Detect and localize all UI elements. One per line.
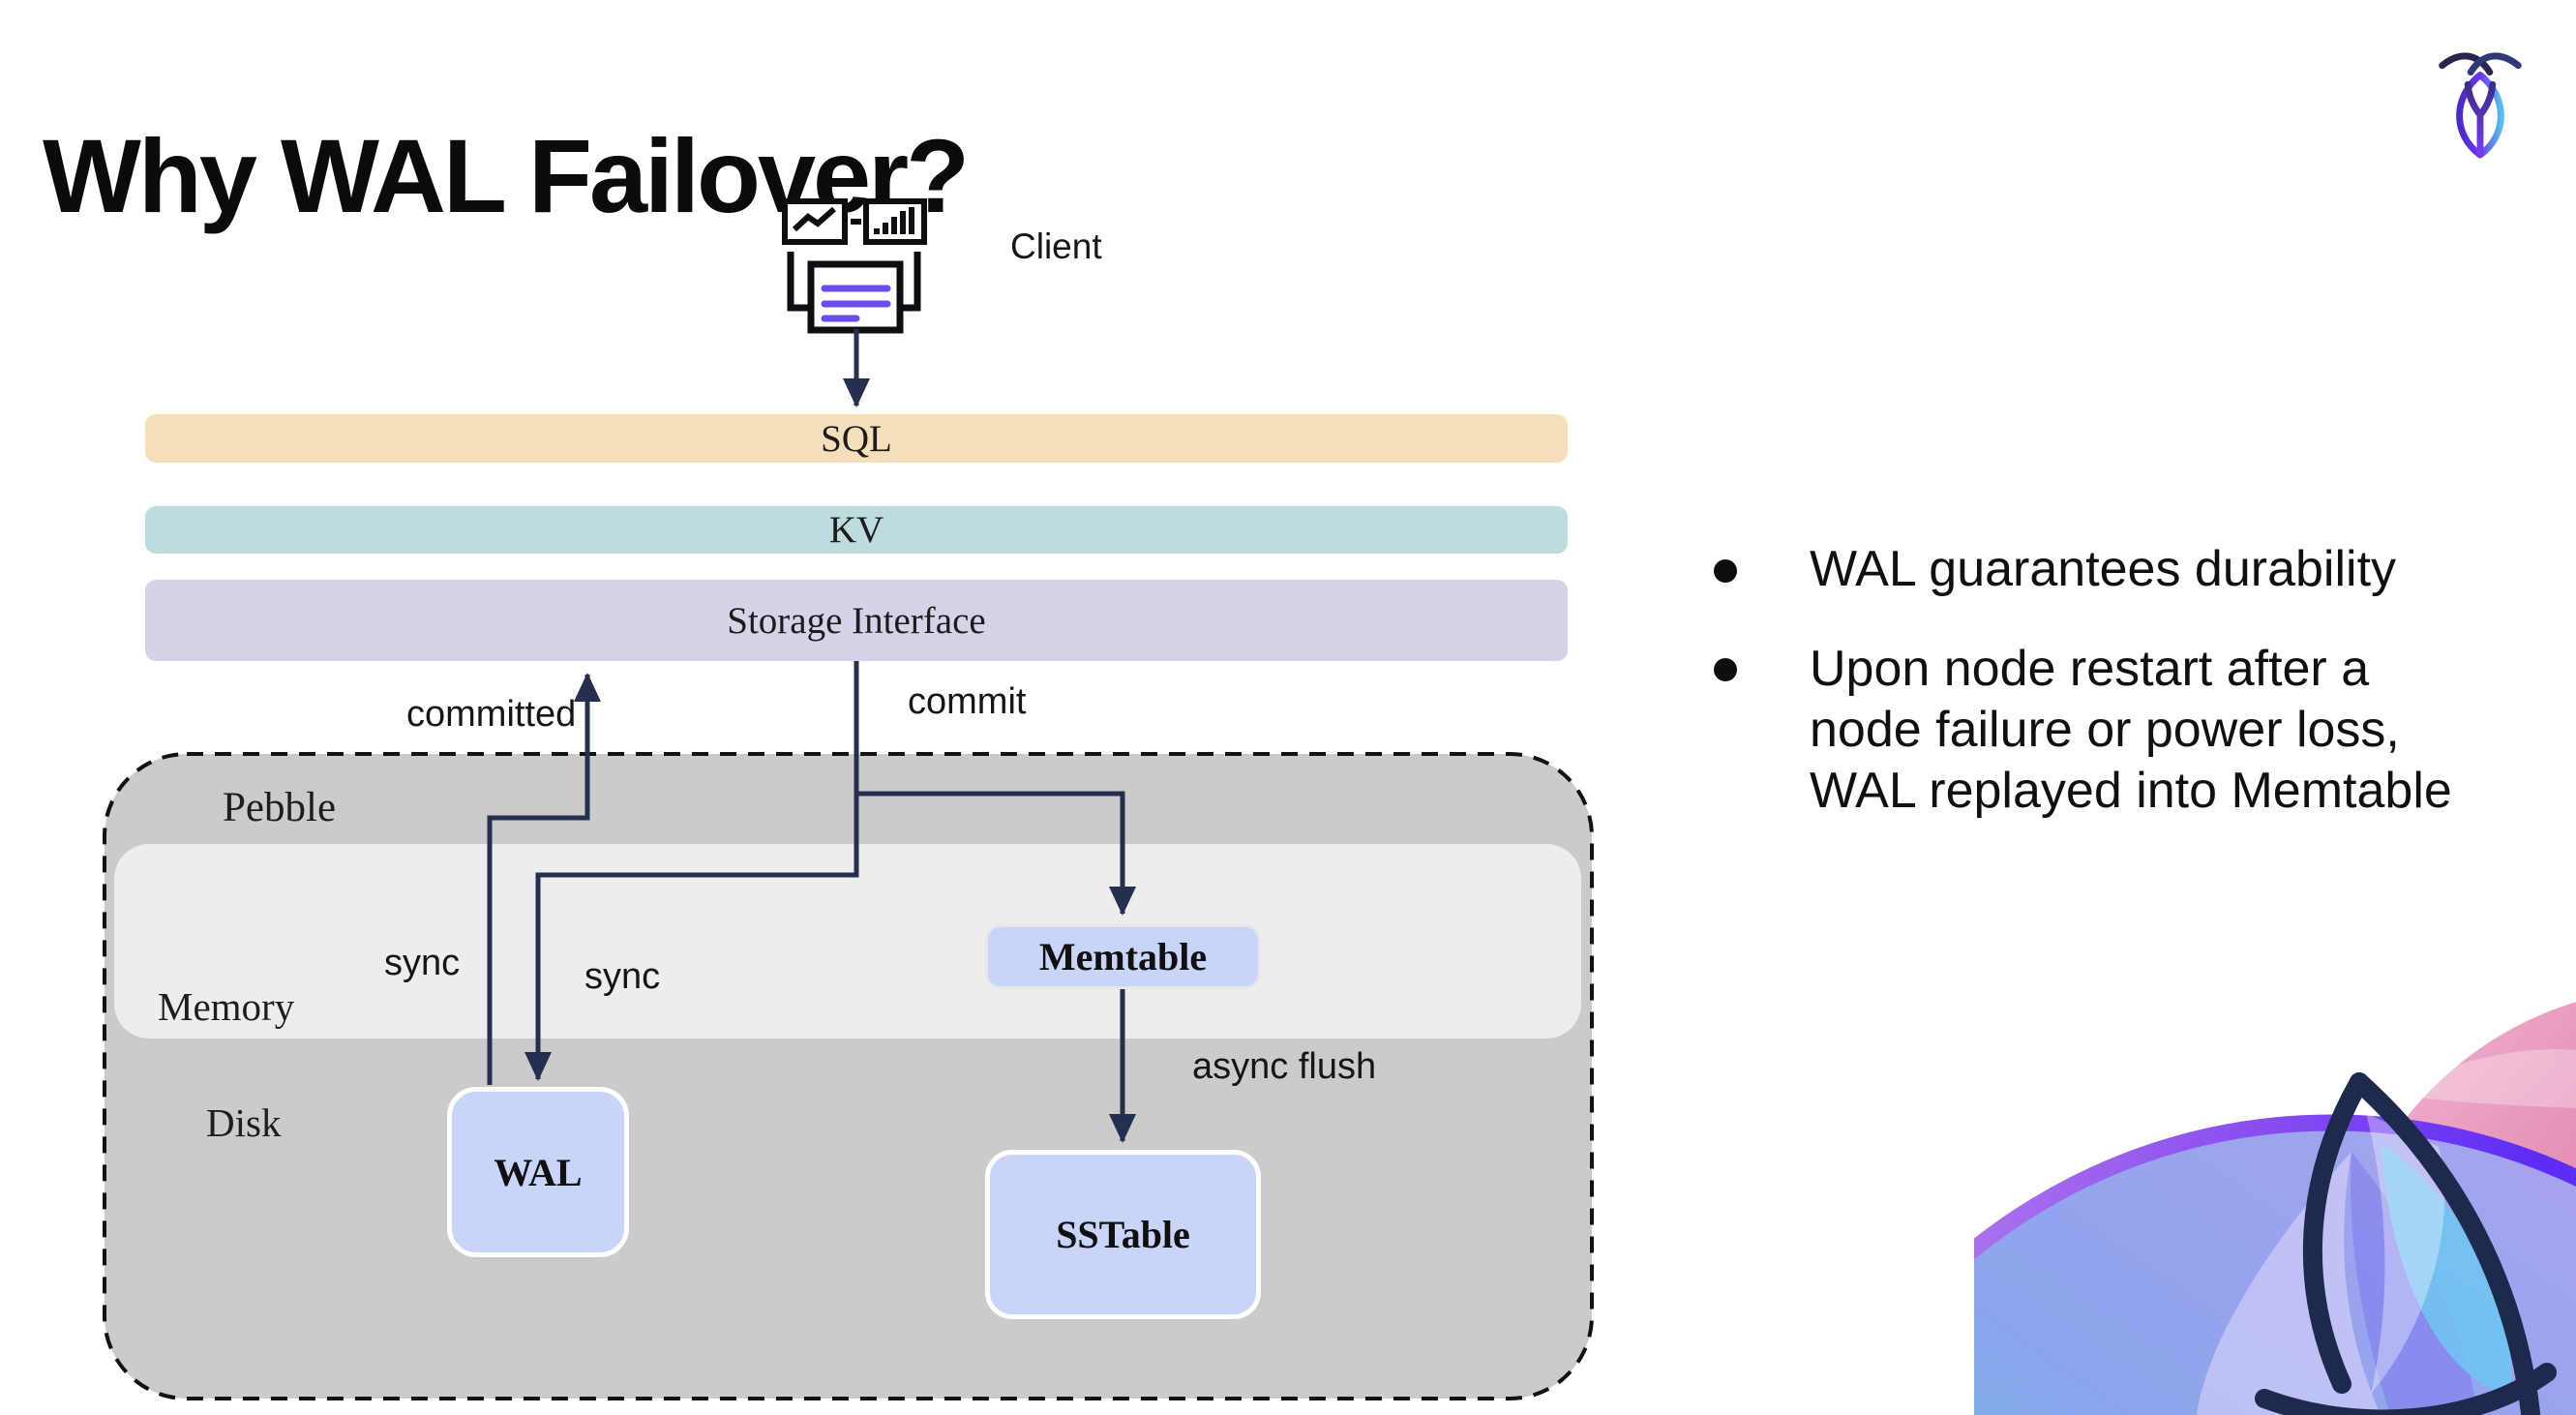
right-bracket [897,252,921,312]
sync-left-edge-label: sync [384,943,461,983]
pebble-label: Pebble [223,785,337,830]
sync-right-edge-label: sync [584,956,661,997]
client-label: Client [1010,226,1102,266]
commit-to-memtable-arrow [856,791,1136,916]
commit-edge-label: commit [908,681,1027,722]
sstable-box: SSTable [985,1150,1261,1319]
committed-edge-label: committed [406,694,577,735]
wal-label: WAL [494,1150,583,1194]
bullet-item: Upon node restart after a node failure o… [1810,639,2452,822]
committed-arrow [487,673,601,1085]
async-flush-edge-label: async flush [1192,1046,1377,1087]
bullet-dot [1714,559,1737,583]
left-bracket [787,252,811,312]
memory-band [114,844,1581,1039]
sync-to-wal-arrow [524,661,859,1081]
memtable-box: Memtable [985,924,1261,989]
bullet-line: Upon node restart after a [1810,641,2370,697]
bullet-line: WAL replayed into Memtable [1810,763,2452,819]
bullet-line: WAL guarantees durability [1810,541,2397,597]
wal-box: WAL [447,1087,629,1257]
cockroach-brand-artwork-icon [1974,1002,2576,1415]
layer-kv-label: KV [828,509,884,551]
layer-kv: KV [145,506,1568,554]
cockroachdb-logo-icon [2439,52,2522,159]
layer-sql: SQL [145,414,1568,463]
layer-storage-interface-label: Storage Interface [727,599,986,642]
page-title: Why WAL Failover? [43,117,970,235]
sstable-label: SSTable [1056,1213,1190,1256]
bullet-item: WAL guarantees durability [1810,539,2396,600]
layer-sql-label: SQL [821,417,892,460]
bullet-line: node failure or power loss, [1810,702,2400,758]
memory-label: Memory [158,984,295,1029]
bullet-dot [1714,658,1737,681]
document-lines [821,285,891,322]
disk-label: Disk [206,1100,282,1145]
layer-storage-interface: Storage Interface [145,580,1568,661]
memtable-label: Memtable [1038,935,1208,978]
